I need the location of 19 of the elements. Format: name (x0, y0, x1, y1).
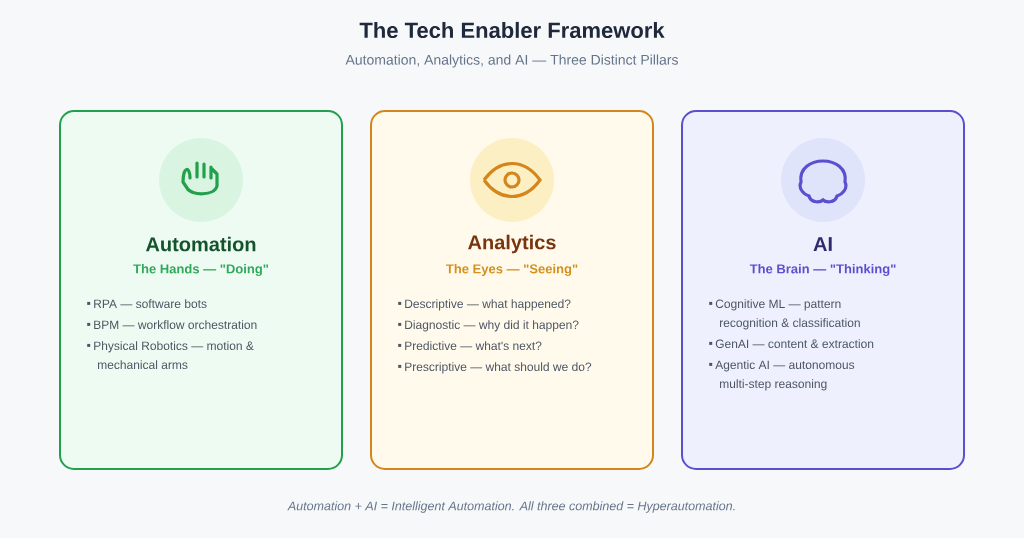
bullet-item: Diagnostic — why did it happen? (398, 320, 579, 332)
bullet-item: Descriptive — what happened? (398, 299, 571, 311)
bullet-item: RPA — software bots (87, 299, 207, 308)
card-subtitle: The Eyes — "Seeing" (446, 263, 578, 277)
caption: Automation + AI = Intelligent Automation. All three combined = Hyperautomation. (287, 501, 735, 513)
title: The Tech Enabler Framework (359, 21, 665, 39)
bullet-item: Prescriptive — what should we do? (398, 362, 592, 374)
bullet-item: Cognitive ML — pattern recognition & classification (709, 299, 860, 330)
bullet-item: Physical Robotics — motion & mechanical arms (87, 341, 254, 369)
card-subtitle: The Brain — "Thinking" (749, 263, 896, 277)
bullet-item: Agentic AI — autonomous multi-step reasoning (709, 360, 855, 391)
card-heading: Automation (145, 236, 256, 252)
subtitle: Automation, Analytics, and AI — Three Distinct Pillars (345, 54, 678, 68)
card-subtitle: The Hands — "Doing" (133, 263, 269, 277)
bullet-item: BPM — workflow orchestration (87, 320, 257, 329)
bullet-item: GenAI — content & extraction (709, 339, 874, 348)
card-heading: Analytics (468, 234, 556, 254)
bullet-item: Predictive — what's next? (398, 341, 542, 350)
card-heading: AI (813, 237, 832, 251)
